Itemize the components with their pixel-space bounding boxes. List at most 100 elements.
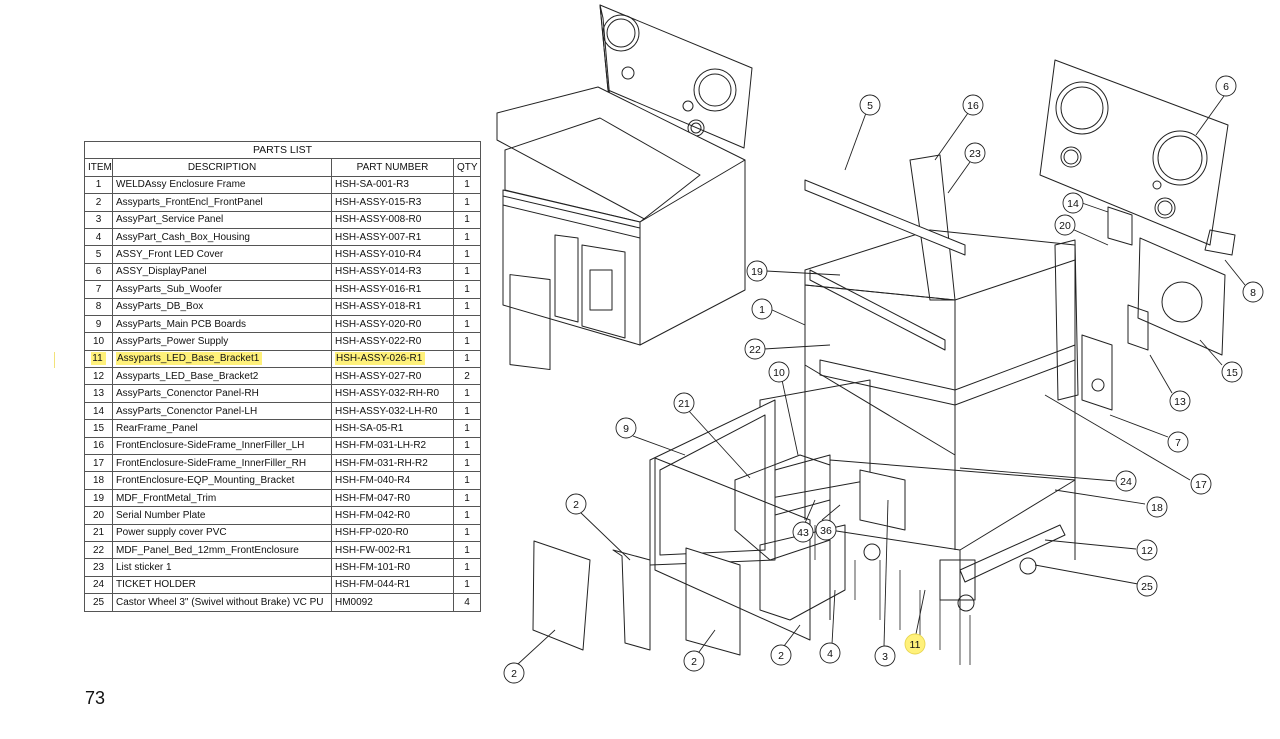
callout-9: 9 [615, 417, 637, 439]
part-number-cell: HSH-SA-001-R3 [331, 175, 454, 195]
qty-cell-text: 1 [464, 266, 470, 278]
callout-label: 18 [1151, 502, 1163, 514]
callout-circle [815, 519, 837, 541]
callout-20: 20 [1054, 214, 1076, 236]
item-cell: 15 [84, 419, 113, 438]
description-cell-text: AssyParts_Power Supply [116, 335, 229, 347]
callout-circle [1136, 575, 1158, 597]
item-cell: 1 [84, 175, 113, 195]
callout-2: 2 [770, 644, 792, 666]
description-cell: AssyPart_Service Panel [112, 210, 332, 229]
part-number-cell: HSH-FM-047-R0 [331, 488, 454, 508]
callout-24: 24 [1115, 470, 1137, 492]
rear-frame-panel [1137, 237, 1226, 356]
description-cell: Assyparts_LED_Base_Bracket1 [112, 349, 332, 369]
item-cell: 23 [84, 558, 113, 577]
callout-2: 2 [503, 662, 525, 684]
parts-list-table: PARTS LIST ITEM DESCRIPTION PART NUMBER … [83, 140, 482, 612]
item-cell-text: 18 [92, 475, 105, 487]
callout-circle [1115, 470, 1137, 492]
callout-circle [962, 94, 984, 116]
qty-cell: 1 [452, 575, 482, 595]
part-number-cell-text: HSH-FM-047-R0 [335, 492, 411, 504]
callout-10: 10 [768, 361, 790, 383]
description-cell-text: AssyParts_Conenctor Panel-LH [116, 405, 258, 417]
callout-circle [1242, 281, 1264, 303]
header-item: ITEM [84, 158, 113, 177]
part-number-cell-text: HSH-FM-044-R1 [335, 579, 411, 591]
description-cell-text: AssyParts_Main PCB Boards [116, 318, 247, 330]
qty-cell: 1 [452, 471, 482, 490]
qty-cell-text: 1 [464, 231, 470, 243]
item-cell-text: 23 [92, 562, 105, 574]
exploded-assembly-drawing: 5166231420819122151013219717242184336122… [496, 4, 1264, 684]
qty-cell: 1 [452, 436, 482, 456]
callout-label: 8 [1250, 287, 1256, 299]
item-cell: 14 [84, 401, 113, 421]
description-cell-text: Serial Number Plate [116, 509, 206, 521]
part-number-cell: HSH-ASSY-027-R0 [331, 367, 454, 386]
qty-cell-text: 1 [464, 562, 470, 574]
item-cell: 25 [84, 593, 113, 612]
part-number-cell-text: HSH-FP-020-R0 [335, 527, 409, 539]
header-qty: QTY [452, 158, 482, 177]
description-cell: FrontEnclosure-EQP_Mounting_Bracket [112, 471, 332, 490]
item-cell-text: 20 [92, 509, 105, 521]
description-cell: MDF_FrontMetal_Trim [112, 488, 332, 508]
description-cell-text: FrontEnclosure-SideFrame_InnerFiller_LH [116, 440, 305, 452]
description-cell-text: MDF_Panel_Bed_12mm_FrontEnclosure [116, 544, 299, 556]
qty-cell-text: 1 [464, 214, 470, 226]
part-number-cell-text: HSH-ASSY-007-R1 [335, 231, 422, 243]
qty-cell: 1 [452, 297, 482, 316]
callout-circle [1146, 496, 1168, 518]
description-cell-text: Power supply cover PVC [116, 527, 227, 539]
qty-cell: 1 [452, 488, 482, 508]
parts-list-title: PARTS LIST [83, 140, 482, 160]
item-cell-text: 3 [95, 214, 102, 226]
callout-circle [770, 644, 792, 666]
part-number-cell: HSH-ASSY-032-LH-R0 [331, 401, 454, 421]
item-cell-text: 6 [95, 266, 102, 278]
item-cell: 12 [84, 367, 113, 386]
callout-circle [1062, 192, 1084, 214]
callout-label: 16 [967, 100, 979, 112]
callout-43: 43 [792, 521, 814, 543]
item-cell-text: 1 [95, 179, 102, 191]
front-panels [532, 399, 906, 656]
qty-cell-text: 1 [464, 475, 470, 487]
part-number-cell: HSH-ASSY-015-R3 [331, 193, 454, 212]
description-cell: AssyParts_Conenctor Panel-LH [112, 401, 332, 421]
part-number-cell-text: HSH-ASSY-016-R1 [335, 283, 422, 295]
qty-cell: 1 [452, 454, 482, 473]
qty-cell-text: 4 [464, 596, 470, 608]
header-description: DESCRIPTION [112, 158, 332, 177]
part-number-cell-text: HSH-FM-101-R0 [335, 562, 411, 574]
callout-circle [615, 417, 637, 439]
qty-cell: 1 [452, 314, 482, 334]
description-cell-text: MDF_FrontMetal_Trim [116, 492, 217, 504]
part-number-cell: HSH-ASSY-014-R3 [331, 262, 454, 282]
item-cell: 18 [84, 471, 113, 490]
qty-cell: 1 [452, 332, 482, 351]
description-cell-text: Assyparts_FrontEncl_FrontPanel [116, 196, 263, 208]
description-cell: WELDAssy Enclosure Frame [112, 175, 332, 195]
callout-label: 11 [910, 639, 921, 651]
callout-circle [683, 650, 705, 672]
description-cell: AssyParts_Power Supply [112, 332, 332, 351]
description-cell: AssyParts_DB_Box [112, 297, 332, 316]
item-cell-text: 19 [92, 492, 105, 504]
description-cell: RearFrame_Panel [112, 419, 332, 438]
item-cell-text: 5 [95, 249, 102, 261]
item-cell: 17 [84, 454, 113, 473]
part-number-cell: HSH-ASSY-018-R1 [331, 297, 454, 316]
item-cell: 11 [84, 349, 113, 369]
item-cell: 6 [84, 262, 113, 282]
part-number-cell: HSH-ASSY-007-R1 [331, 227, 454, 247]
callout-label: 5 [867, 100, 873, 112]
part-number-cell-text: HSH-FM-031-LH-R2 [335, 440, 427, 452]
